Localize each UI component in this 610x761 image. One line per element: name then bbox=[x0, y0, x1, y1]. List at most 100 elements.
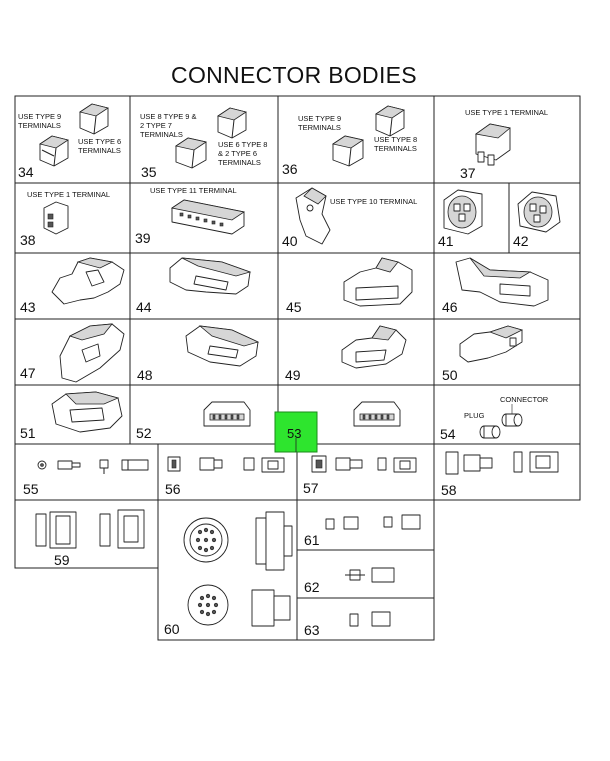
cell-42-number: 42 bbox=[513, 233, 529, 249]
connector-56 bbox=[167, 456, 285, 473]
connector-35-a bbox=[174, 137, 208, 169]
cell-61-number: 61 bbox=[304, 532, 320, 548]
cell-48-number: 48 bbox=[137, 367, 153, 383]
connector-35-b bbox=[217, 107, 247, 139]
connector-54-plug bbox=[479, 425, 501, 439]
connector-54-socket bbox=[501, 413, 523, 427]
cell-34-note-3: USE TYPE 6 bbox=[78, 137, 121, 146]
connector-60-bottom bbox=[187, 584, 291, 627]
cell-39-note-1: USE TYPE 11 TERMINAL bbox=[150, 186, 237, 195]
cell-35-note-2: 2 TYPE 7 bbox=[140, 121, 172, 130]
cell-61: 61 bbox=[304, 514, 421, 548]
cell-45-number: 45 bbox=[286, 299, 302, 315]
cell-54: CONNECTOR PLUG 54 bbox=[440, 395, 549, 442]
cell-46-number: 46 bbox=[442, 299, 458, 315]
cell-49: 49 bbox=[285, 325, 407, 383]
cell-44: 44 bbox=[136, 257, 252, 315]
cell-36-note-4: TERMINALS bbox=[374, 144, 417, 153]
connector-41 bbox=[443, 189, 483, 235]
connector-62 bbox=[345, 567, 395, 583]
cell-45: 45 bbox=[286, 257, 413, 315]
cell-35-number: 35 bbox=[141, 164, 157, 180]
cell-60: 60 bbox=[164, 511, 293, 637]
cell-34-number: 34 bbox=[18, 164, 34, 180]
cell-35-note-6: TERMINALS bbox=[218, 158, 261, 167]
connector-55 bbox=[37, 459, 149, 474]
connector-50 bbox=[459, 325, 524, 363]
connector-39 bbox=[170, 199, 246, 235]
cell-55: 55 bbox=[23, 459, 149, 497]
cell-56-number: 56 bbox=[165, 481, 181, 497]
connector-45 bbox=[343, 257, 413, 307]
cell-35-note-4: USE 6 TYPE 8 bbox=[218, 140, 267, 149]
cell-35-note-3: TERMINALS bbox=[140, 130, 183, 139]
connector-52 bbox=[203, 401, 251, 427]
cell-52-number: 52 bbox=[136, 425, 152, 441]
cell-37-number: 37 bbox=[460, 165, 476, 181]
cell-37-note-1: USE TYPE 1 TERMINAL bbox=[465, 108, 548, 117]
connector-63 bbox=[349, 611, 391, 627]
cell-53[interactable]: 53 bbox=[274, 401, 401, 453]
cell-54-number: 54 bbox=[440, 426, 456, 442]
connector-38 bbox=[43, 201, 69, 235]
cell-58-number: 58 bbox=[441, 482, 457, 498]
connector-46 bbox=[455, 257, 549, 307]
cell-54-note-connector: CONNECTOR bbox=[500, 395, 549, 404]
cell-50-number: 50 bbox=[442, 367, 458, 383]
grid-lines bbox=[14, 95, 581, 641]
cell-58: 58 bbox=[441, 451, 559, 498]
cell-44-number: 44 bbox=[136, 299, 152, 315]
cell-51-number: 51 bbox=[20, 425, 36, 441]
cell-34-note-2: TERMINALS bbox=[18, 121, 61, 130]
cell-39: USE TYPE 11 TERMINAL 39 bbox=[135, 186, 246, 246]
cell-46: 46 bbox=[442, 257, 549, 315]
cell-62-number: 62 bbox=[304, 579, 320, 595]
connector-51 bbox=[51, 391, 123, 433]
connector-42 bbox=[517, 191, 561, 233]
cell-56: 56 bbox=[165, 456, 285, 497]
connector-61 bbox=[325, 514, 421, 530]
connector-60-top bbox=[183, 511, 293, 571]
cell-57-number: 57 bbox=[303, 480, 319, 496]
cell-53-number: 53 bbox=[287, 426, 301, 441]
connector-53 bbox=[353, 401, 401, 427]
cell-35-note-5: & 2 TYPE 6 bbox=[218, 149, 257, 158]
connector-36-a bbox=[331, 135, 365, 167]
cell-48: 48 bbox=[137, 325, 260, 383]
cell-63-number: 63 bbox=[304, 622, 320, 638]
cell-38-note-1: USE TYPE 1 TERMINAL bbox=[27, 190, 110, 199]
cell-41: 41 bbox=[438, 189, 483, 249]
cell-36-note-3: USE TYPE 8 bbox=[374, 135, 417, 144]
cell-36-note-1: USE TYPE 9 bbox=[298, 114, 341, 123]
cell-47-number: 47 bbox=[20, 365, 36, 381]
cell-36-note-2: TERMINALS bbox=[298, 123, 341, 132]
connector-49 bbox=[341, 325, 407, 369]
cell-40-note-1: USE TYPE 10 TERMINAL bbox=[330, 197, 417, 206]
cell-35: USE 8 TYPE 9 & 2 TYPE 7 TERMINALS USE 6 … bbox=[140, 107, 267, 180]
cell-36-number: 36 bbox=[282, 161, 298, 177]
cell-52: 52 bbox=[136, 401, 251, 441]
cell-54-note-plug: PLUG bbox=[464, 411, 485, 420]
cell-47: 47 bbox=[20, 323, 125, 383]
connector-43 bbox=[51, 257, 125, 305]
connector-37 bbox=[474, 123, 511, 166]
cell-59: 59 bbox=[35, 509, 145, 568]
cell-57: 57 bbox=[303, 455, 417, 496]
connector-36-b bbox=[375, 105, 405, 137]
cell-43-number: 43 bbox=[20, 299, 36, 315]
cell-43: 43 bbox=[20, 257, 125, 315]
connector-58 bbox=[445, 451, 559, 475]
connector-57 bbox=[311, 455, 417, 473]
cell-63: 63 bbox=[304, 611, 391, 638]
cell-38: USE TYPE 1 TERMINAL 38 bbox=[20, 190, 110, 248]
cell-42: 42 bbox=[513, 191, 561, 249]
cell-35-note-1: USE 8 TYPE 9 & bbox=[140, 112, 197, 121]
connector-48 bbox=[185, 325, 260, 367]
cell-41-number: 41 bbox=[438, 233, 454, 249]
cell-34-note-1: USE TYPE 9 bbox=[18, 112, 61, 121]
cell-55-number: 55 bbox=[23, 481, 39, 497]
cell-62: 62 bbox=[304, 567, 395, 595]
cell-49-number: 49 bbox=[285, 367, 301, 383]
cell-38-number: 38 bbox=[20, 232, 36, 248]
